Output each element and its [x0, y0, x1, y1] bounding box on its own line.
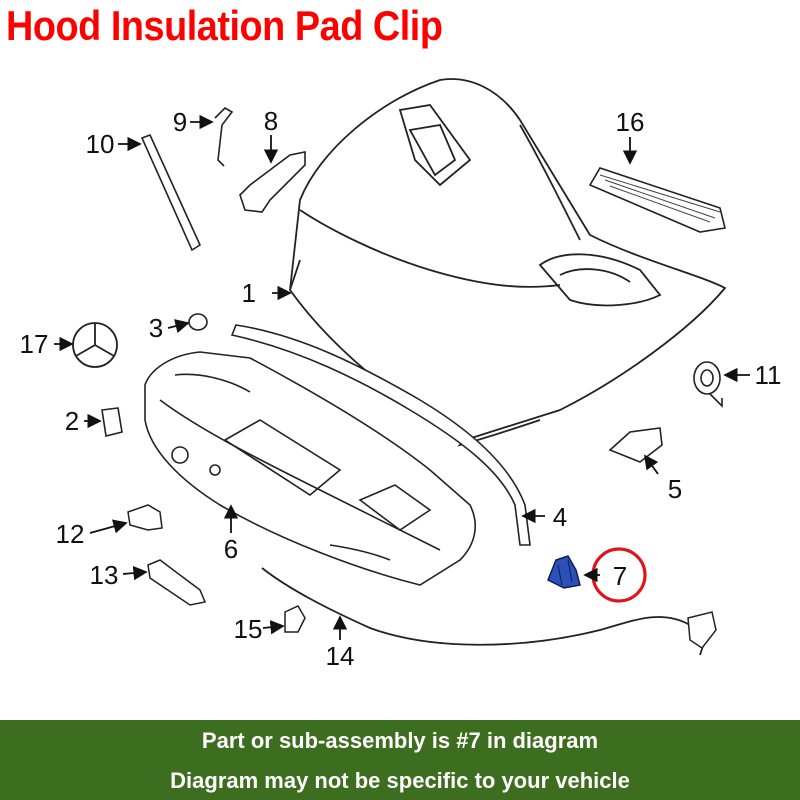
- release-cable: [261, 567, 707, 656]
- callout-7: 7: [613, 561, 627, 591]
- banner-line-disclaimer: Diagram may not be specific to your vehi…: [170, 768, 630, 793]
- hood-bumper-2: [101, 407, 123, 437]
- cowl-grille: [588, 167, 726, 233]
- callout-4: 4: [553, 502, 567, 532]
- callout-11: 11: [755, 360, 782, 390]
- cable-latch: [284, 605, 306, 633]
- callout-6: 6: [224, 534, 238, 564]
- hood-panel: [289, 78, 727, 447]
- foam-block: [608, 427, 663, 463]
- insulation-roll: [693, 361, 723, 408]
- hood-hinge: [239, 151, 306, 213]
- hood-seal: [230, 324, 531, 546]
- page-title: Hood Insulation Pad Clip: [6, 2, 443, 49]
- prop-rod: [140, 133, 202, 252]
- callout-8: 8: [264, 106, 278, 136]
- callout-2: 2: [65, 406, 79, 436]
- hood-parts-diagram: 1 2 3 4 5 6 7 8 9 10 11 12 13 14 15 16 1…: [20, 78, 782, 671]
- lock-bracket: [127, 504, 163, 531]
- insulation-pad: [144, 351, 476, 586]
- callout-10: 10: [86, 129, 115, 159]
- callout-16: 16: [616, 107, 645, 137]
- banner-line-part-number: Part or sub-assembly is #7 in diagram: [201, 728, 599, 753]
- callout-13: 13: [90, 560, 119, 590]
- callout-3: 3: [149, 313, 163, 343]
- callout-9: 9: [173, 107, 187, 137]
- support-bracket: [147, 559, 207, 606]
- info-banner: Part or sub-assembly is #7 in diagram Di…: [0, 720, 800, 800]
- hood-spring: [214, 107, 234, 167]
- callout-12: 12: [56, 519, 85, 549]
- insulation-pad-clip: [547, 555, 581, 589]
- hood-bumper-3: [188, 313, 208, 331]
- callout-15: 15: [234, 614, 263, 644]
- callout-5: 5: [668, 474, 682, 504]
- callout-14: 14: [326, 641, 355, 671]
- callout-1: 1: [242, 278, 256, 308]
- star-emblem: [72, 322, 118, 368]
- release-cable-handle: [687, 611, 717, 650]
- callout-17: 17: [20, 329, 49, 359]
